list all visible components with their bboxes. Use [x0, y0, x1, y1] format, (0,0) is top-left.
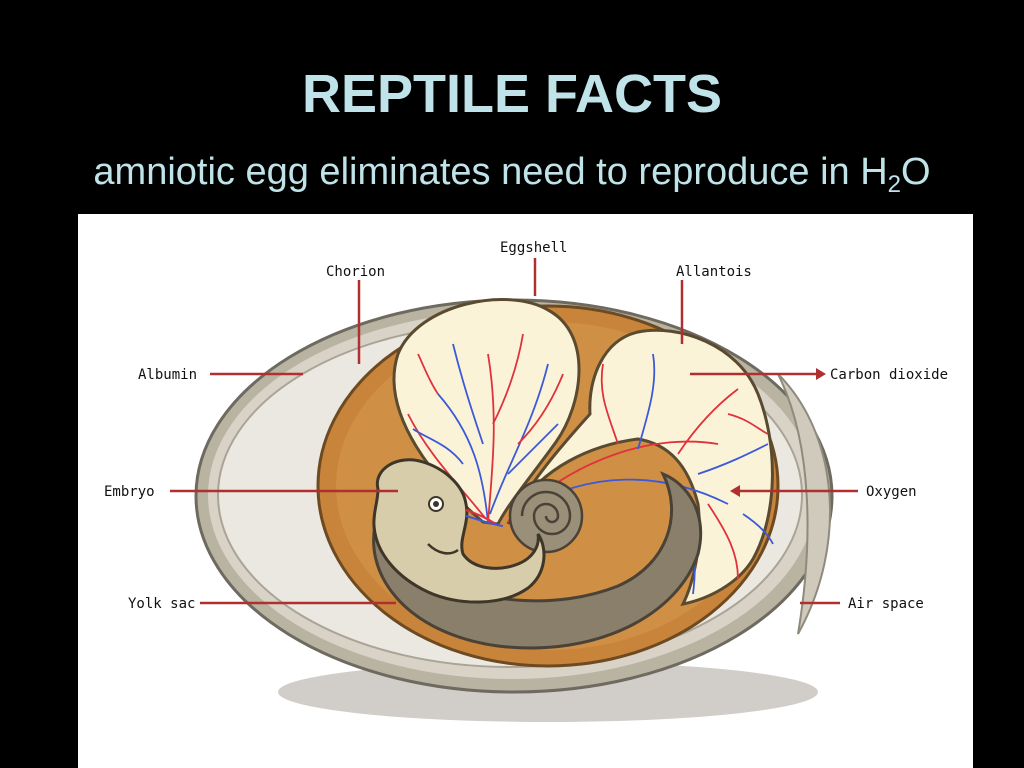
embryo: [372, 458, 546, 604]
oxygen-arrowhead: [730, 485, 740, 497]
label-carbon-dioxide: Carbon dioxide: [830, 367, 948, 383]
subtitle-end: O: [901, 151, 931, 193]
umbilical-vessels: [465, 509, 504, 527]
label-albumin: Albumin: [138, 367, 197, 383]
allantois-left-lobe: [392, 297, 581, 526]
pointer-lines: [170, 258, 858, 605]
embryo-limb: [427, 543, 459, 555]
yolk-spiral: [508, 478, 584, 554]
label-embryo: Embryo: [104, 484, 155, 500]
label-air-space: Air space: [848, 596, 924, 612]
amniotic-egg-diagram: Eggshell Chorion Allantois Albumin Carbo…: [78, 214, 973, 768]
label-eggshell: Eggshell: [500, 240, 567, 256]
blood-vessels-left: [407, 333, 564, 523]
label-yolk-sac: Yolk sac: [128, 596, 195, 612]
air-space: [777, 373, 831, 635]
subtitle-text: amniotic egg eliminates need to reproduc…: [93, 151, 888, 193]
label-chorion: Chorion: [326, 264, 385, 280]
slide-title: REPTILE FACTS: [301, 64, 723, 124]
egg-illustration: Eggshell Chorion Allantois Albumin Carbo…: [104, 240, 948, 722]
pointer-arrowheads: [730, 368, 826, 497]
carbon-dioxide-arrowhead: [816, 368, 826, 380]
allantois-right-lobe: [506, 328, 774, 607]
subscript-two: 2: [887, 171, 902, 198]
label-allantois: Allantois: [676, 264, 752, 280]
embryo-pupil: [433, 501, 439, 507]
slide-subtitle: amniotic egg eliminates need to reproduc…: [0, 148, 1024, 198]
label-oxygen: Oxygen: [866, 484, 917, 500]
